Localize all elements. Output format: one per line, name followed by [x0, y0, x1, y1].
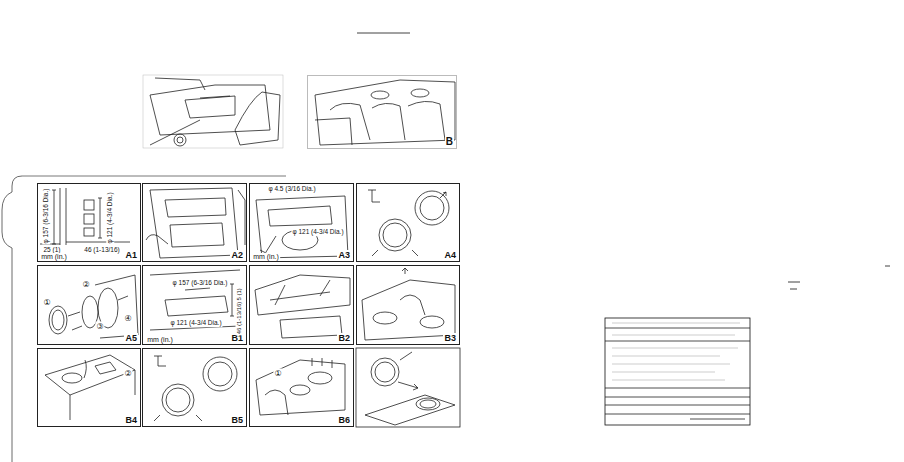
callout-number: ②: [123, 369, 132, 378]
dimension-label: mm (in.): [40, 253, 68, 261]
step-label: A3: [337, 250, 351, 260]
callout-number: ③: [95, 322, 104, 331]
step-panel: B4: [37, 348, 141, 427]
illustration-box: B: [307, 75, 457, 149]
dimension-label: 46 (1-13/16): [236, 301, 243, 336]
step-panel: A2: [142, 183, 247, 262]
dimension-label: mm (in.): [252, 253, 280, 261]
callout-number: ②: [81, 280, 90, 289]
step-panel: B6: [249, 348, 354, 427]
dimension-label: φ 121 (4-3/4 Dia.): [291, 228, 344, 236]
callout-number: ①: [42, 298, 51, 307]
dimension-label: φ 121 (4-3/4 Dia.): [106, 191, 114, 244]
dimension-label: φ 4.5 (3/16 Dia.): [267, 185, 316, 193]
step-panel: B5: [142, 348, 247, 427]
step-label: B5: [230, 415, 244, 425]
callout-number: ④: [123, 314, 132, 323]
step-label: B2: [337, 333, 351, 343]
step-label: B3: [443, 333, 457, 343]
step-label: A5: [124, 333, 138, 343]
step-panel: B1: [142, 265, 247, 345]
step-label: A2: [230, 250, 244, 260]
step-label: A1: [124, 250, 138, 260]
step-panel: A4: [356, 183, 460, 262]
callout-number: ①: [273, 369, 282, 378]
step-panel: A3: [249, 183, 354, 262]
dimension-label: 46 (1-13/16): [83, 246, 120, 254]
step-panel: B3: [356, 265, 460, 345]
dimension-label: φ 121 (4-3/4 Dia.): [169, 319, 222, 327]
dimension-label: mm (in.): [146, 336, 174, 344]
step-label: A4: [443, 250, 457, 260]
dimension-label: φ 157 (6-3/16 Dia.): [42, 188, 50, 245]
step-label: B4: [124, 415, 138, 425]
step-label: B: [445, 136, 454, 147]
step-panel: B2: [249, 265, 354, 345]
step-label: B6: [337, 415, 351, 425]
step-panel: A5: [37, 265, 141, 345]
dimension-label: φ 157 (6-3/16 Dia.): [172, 279, 229, 287]
